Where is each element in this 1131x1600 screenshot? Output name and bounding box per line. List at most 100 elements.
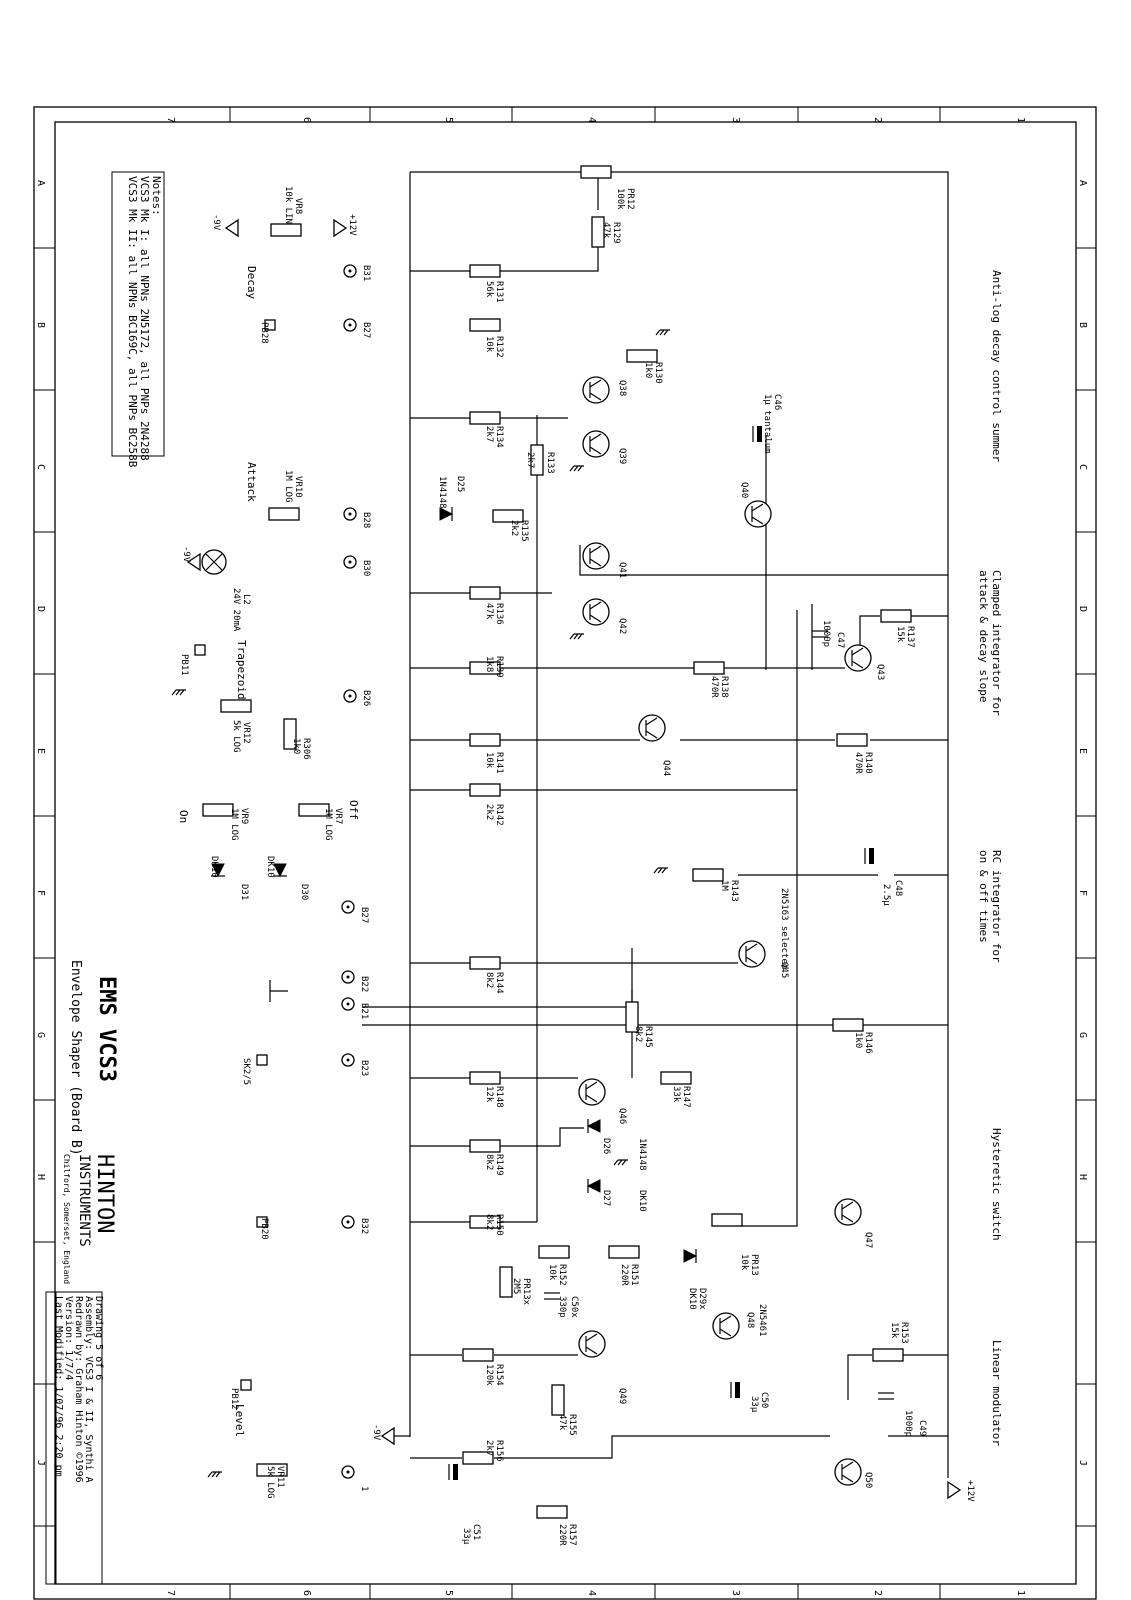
col-top-3: 3 — [730, 117, 741, 123]
q40-transistor — [744, 500, 772, 528]
label-r143: R143 — [729, 880, 739, 902]
value-vr8: 10k LIN — [283, 186, 293, 224]
value-c48: 2.5µ — [881, 884, 891, 906]
value-r132: 10k — [484, 336, 494, 353]
rail-minus9-l2: -9V — [181, 546, 191, 563]
label-q40: Q40 — [739, 482, 749, 498]
col-top-4: 4 — [586, 117, 597, 123]
label-pr13x: PR13x — [521, 1278, 531, 1306]
control-level: Level — [233, 1404, 246, 1437]
value-r156: 2k7 — [484, 1440, 494, 1456]
section-clamped-1: Clamped integrator for — [990, 570, 1003, 716]
pin-b21: B21 — [359, 1003, 369, 1019]
value-r155: 47k — [557, 1414, 567, 1431]
label-q38: Q38 — [617, 380, 627, 396]
pin-b31-socket-dot — [348, 269, 352, 273]
label-q43: Q43 — [875, 664, 885, 680]
q41-transistor-collector — [589, 545, 602, 554]
value-r152: 10k — [547, 1264, 557, 1281]
label-r146: R146 — [863, 1032, 873, 1054]
r143-resistor — [692, 868, 724, 882]
control-off: Off — [347, 800, 360, 820]
value-c50x: 330p — [557, 1296, 567, 1318]
ground-d26 — [613, 1159, 628, 1166]
vr8-pot — [270, 223, 302, 237]
value-vr12: 5k LOG — [231, 720, 241, 753]
pin-pb11: PB11 — [179, 654, 189, 676]
r306-resistor — [283, 718, 297, 750]
control-labels: Decay Attack Trapezoid Off On Level — [177, 266, 360, 1437]
value-r143: 1M — [719, 880, 729, 891]
row-letters: A B C D E F G H J A B C D E F G H J — [35, 180, 1088, 1466]
row-right-G: G — [1077, 1032, 1088, 1038]
r152-resistor — [538, 1245, 570, 1259]
q48-transistor-emitter — [719, 1328, 732, 1337]
q44-transistor-emitter — [645, 730, 658, 739]
label-r132: R132 — [494, 336, 504, 358]
label-q44: Q44 — [661, 760, 671, 776]
title-subtitle: Envelope Shaper (Board B) — [68, 960, 83, 1156]
components-layer — [171, 165, 962, 1519]
r137-resistor — [880, 609, 912, 623]
row-right-E: E — [1077, 748, 1088, 754]
label-d26: D26 — [601, 1138, 611, 1154]
info-version: Version: 1/7/4 — [63, 1296, 74, 1380]
q38-transistor-collector — [589, 379, 602, 388]
value-r148: 12k — [484, 1086, 494, 1103]
q44-transistor — [638, 714, 666, 742]
label-r157: R157 — [567, 1524, 577, 1546]
r146-resistor — [832, 1018, 864, 1032]
q40-transistor-collector — [751, 503, 764, 512]
label-d27: D27 — [601, 1190, 611, 1206]
q47-transistor — [834, 1198, 862, 1226]
r139-resistor — [469, 661, 501, 675]
vr12-pot — [220, 699, 252, 713]
r142-resistor — [469, 783, 501, 797]
value-d29: DK10 — [687, 1288, 697, 1310]
title-ems-vcs3: EMS VCS3 — [94, 976, 119, 1082]
row-left-A: A — [35, 180, 46, 186]
label-q48: Q48 — [745, 1312, 755, 1328]
row-right-H: H — [1077, 1174, 1088, 1180]
value-c47: 1000p — [821, 620, 831, 647]
rail-minus9-bottom-symbol — [380, 1426, 395, 1446]
q47-transistor-emitter — [841, 1214, 854, 1223]
label-q50: Q50 — [863, 1472, 873, 1488]
q50-transistor-collector — [841, 1461, 854, 1470]
rail-plus12-vr8: +12V — [347, 214, 357, 236]
value-r130: 1k0 — [643, 362, 653, 378]
row-left-F: F — [35, 890, 46, 896]
pr13-pot — [711, 1213, 743, 1227]
value-c51: 33µ — [461, 1528, 471, 1545]
value-r151: 220R — [619, 1264, 629, 1286]
value-q48: 2N5461 — [757, 1304, 767, 1337]
value-r153: 15k — [889, 1322, 899, 1339]
col-bottom-1: 1 — [1015, 1590, 1026, 1596]
label-r133: R133 — [545, 452, 555, 474]
label-pr13: PR13 — [749, 1254, 759, 1276]
pin-pb20: PB20 — [259, 1218, 269, 1240]
r129-resistor — [591, 216, 605, 248]
section-labels: Anti-log decay control summer Clamped in… — [977, 270, 1003, 1446]
label-vr10: VR10 — [293, 476, 303, 498]
label-q42: Q42 — [617, 618, 627, 634]
value-pr13: 10k — [739, 1254, 749, 1271]
pin-b30-socket-dot — [348, 560, 352, 564]
company-hinton: HINTON — [92, 1154, 117, 1233]
col-top-1: 1 — [1015, 117, 1026, 123]
value-r149: 8k2 — [484, 1154, 494, 1170]
label-r134: R134 — [494, 426, 504, 448]
label-q45-part: 2N5163 selected — [779, 888, 789, 969]
pad-pb20 — [256, 1216, 268, 1228]
d29x-diode — [683, 1249, 698, 1263]
value-c50: 33µ — [749, 1396, 759, 1413]
q45-transistor-collector — [745, 943, 758, 952]
value-d27: DK10 — [637, 1190, 647, 1212]
value-r306: 1k0 — [291, 738, 301, 754]
value-vr11: 5k LOG — [265, 1466, 275, 1499]
ground-q42 — [569, 633, 584, 640]
r155-resistor — [551, 1384, 565, 1416]
pad-sk25 — [256, 1054, 268, 1066]
label-r155: R155 — [567, 1414, 577, 1436]
label-pr12: PR12 — [625, 188, 635, 210]
